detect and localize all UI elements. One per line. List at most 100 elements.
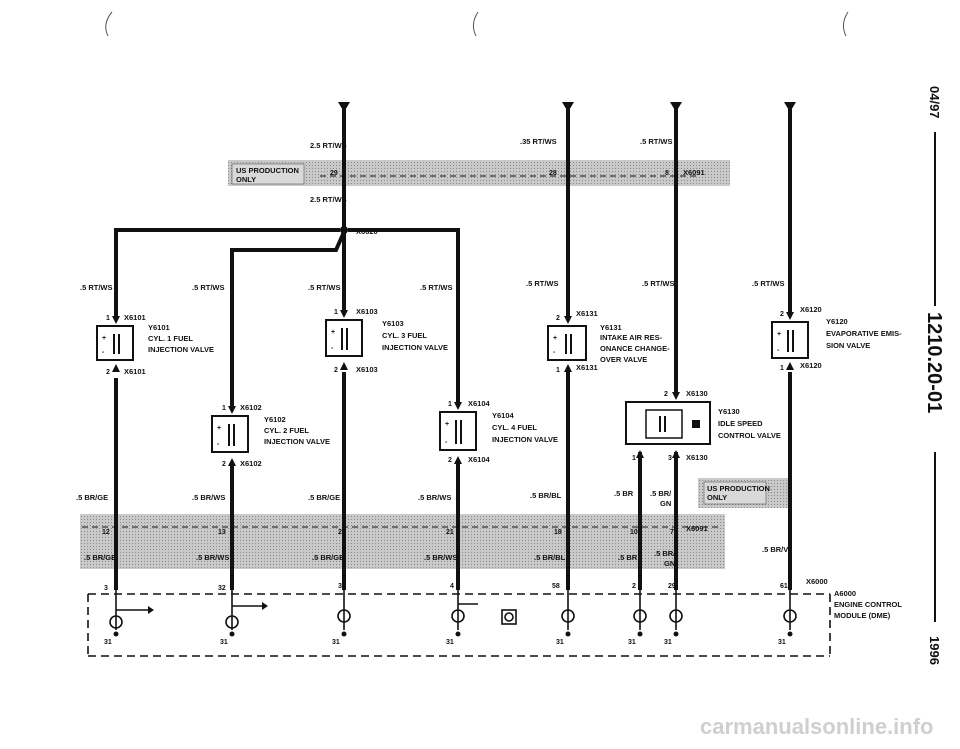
svg-text:X6101: X6101 — [124, 313, 146, 322]
svg-text:+: + — [102, 335, 106, 342]
svg-text:.5 BR/BL: .5 BR/BL — [534, 553, 566, 562]
pin-12: 12 — [102, 529, 110, 536]
pin-18: 18 — [554, 529, 562, 536]
svg-text:Y6103: Y6103 — [382, 319, 404, 328]
wire-w3: .5 RT/WS — [308, 283, 341, 292]
svg-text:-: - — [445, 439, 448, 446]
svg-text:+: + — [217, 425, 221, 432]
svg-text:58: 58 — [552, 583, 560, 590]
wire-labels-bottom: .5 BR/GE .5 BR/WS .5 BR/GE .5 BR/WS .5 B… — [76, 489, 790, 568]
wire-b7b: GN — [660, 499, 671, 508]
svg-text:+: + — [777, 331, 781, 338]
wire-ends — [338, 102, 796, 234]
svg-text:2: 2 — [222, 461, 226, 468]
component-y6101: +- 1 2 X6101 X6101 Y6101 CYL. 1 FUEL INJ… — [96, 313, 214, 376]
svg-text:.5 BR/WS: .5 BR/WS — [196, 553, 229, 562]
svg-text:-: - — [777, 347, 780, 354]
svg-text:-: - — [217, 441, 220, 448]
svg-text:2: 2 — [780, 311, 784, 318]
svg-text:.5 BR: .5 BR — [618, 553, 638, 562]
wires — [114, 108, 792, 590]
svg-text:31: 31 — [104, 639, 112, 646]
svg-text:X6103: X6103 — [356, 365, 378, 374]
component-y6130: 2 1 3 X6130 X6130 Y6130 IDLE SPEED CONTR… — [625, 389, 781, 462]
us-production-band-mid: US PRODUCTION ONLY 12 13 20 21 18 10 7 X… — [80, 478, 788, 569]
wire-w1: .5 RT/WS — [80, 283, 113, 292]
svg-text:1: 1 — [106, 315, 110, 322]
svg-text:3: 3 — [668, 455, 672, 462]
svg-text:2: 2 — [556, 315, 560, 322]
svg-text:31: 31 — [446, 639, 454, 646]
svg-text:3: 3 — [104, 585, 108, 592]
side-year: 1996 — [927, 636, 942, 665]
svg-text:X6103: X6103 — [356, 307, 378, 316]
svg-text:+: + — [553, 335, 557, 342]
us-production-band-top: US PRODUCTION ONLY 29 28 8 X6091 — [228, 160, 730, 186]
pin-7: 7 — [670, 529, 674, 536]
svg-text:CYL. 4 FUEL: CYL. 4 FUEL — [492, 423, 537, 432]
svg-text:X6104: X6104 — [468, 455, 491, 464]
svg-text:CYL. 2 FUEL: CYL. 2 FUEL — [264, 426, 309, 435]
svg-text:31: 31 — [332, 639, 340, 646]
svg-text:2: 2 — [334, 367, 338, 374]
svg-text:31: 31 — [220, 639, 228, 646]
wire-w7: .5 RT/WS — [752, 279, 785, 288]
svg-text:X6131: X6131 — [576, 309, 598, 318]
svg-text:29: 29 — [668, 583, 676, 590]
svg-text:X6102: X6102 — [240, 459, 262, 468]
svg-text:-: - — [102, 349, 105, 356]
pin-21: 21 — [446, 529, 454, 536]
pin-29-top: 29 — [330, 170, 338, 177]
svg-text:Y6120: Y6120 — [826, 317, 848, 326]
svg-text:ENGINE CONTROL: ENGINE CONTROL — [834, 600, 902, 609]
component-y6120: +- 2 1 X6120 X6120 Y6120 EVAPORATIVE EMI… — [771, 305, 902, 372]
wire-b8: .5 BR/VI — [762, 545, 790, 554]
svg-text:31: 31 — [628, 639, 636, 646]
wire-b7a: .5 BR/ — [650, 489, 672, 498]
svg-text:MODULE (DME): MODULE (DME) — [834, 611, 891, 620]
wire-b3: .5 BR/GE — [308, 493, 340, 502]
watermark: carmanualsonline.info — [700, 714, 934, 739]
wire-b4: .5 BR/WS — [418, 493, 451, 502]
wire-b6: .5 BR — [614, 489, 634, 498]
band-mid-label-2: ONLY — [707, 493, 727, 502]
svg-text:CYL. 1 FUEL: CYL. 1 FUEL — [148, 334, 193, 343]
pin-10: 10 — [630, 529, 638, 536]
svg-text:INJECTION VALVE: INJECTION VALVE — [382, 343, 448, 352]
side-code: 1210.20-01 — [923, 312, 945, 413]
connector-x6091-top: X6091 — [683, 168, 705, 177]
svg-text:X6130: X6130 — [686, 389, 708, 398]
engine-control-module: 3 32 31 4 58 2 29 61 X6000 31 31 31 31 3… — [87, 577, 902, 657]
svg-text:INJECTION VALVE: INJECTION VALVE — [148, 345, 214, 354]
side-date: 04/97 — [927, 86, 942, 119]
wire-w6: .5 RT/WS — [642, 279, 675, 288]
svg-text:ONANCE CHANGE-: ONANCE CHANGE- — [600, 344, 670, 353]
wire-main-a: 2.5 RT/WS — [310, 141, 347, 150]
svg-text:1: 1 — [334, 309, 338, 316]
svg-text:31: 31 — [778, 639, 786, 646]
wire-w5: .5 RT/WS — [526, 279, 559, 288]
svg-text:1: 1 — [222, 405, 226, 412]
svg-text:Y6102: Y6102 — [264, 415, 286, 424]
svg-text:SION VALVE: SION VALVE — [826, 341, 870, 350]
svg-text:X6131: X6131 — [576, 363, 598, 372]
svg-text:.5 BR/GE: .5 BR/GE — [312, 553, 344, 562]
connector-x6620: X6620 — [356, 227, 378, 236]
svg-text:-: - — [553, 349, 556, 356]
svg-text:1: 1 — [632, 455, 636, 462]
connector-x6091-mid: X6091 — [686, 524, 708, 533]
svg-text:INTAKE AIR RES-: INTAKE AIR RES- — [600, 333, 663, 342]
svg-text:EVAPORATIVE EMIS-: EVAPORATIVE EMIS- — [826, 329, 902, 338]
svg-text:X6104: X6104 — [468, 399, 491, 408]
wire-b2: .5 BR/WS — [192, 493, 225, 502]
svg-text:INJECTION VALVE: INJECTION VALVE — [492, 435, 558, 444]
svg-text:CONTROL VALVE: CONTROL VALVE — [718, 431, 781, 440]
scan-marks — [105, 11, 849, 37]
svg-text:2: 2 — [106, 369, 110, 376]
svg-text:+: + — [331, 329, 335, 336]
svg-text:OVER VALVE: OVER VALVE — [600, 355, 647, 364]
svg-text:2: 2 — [664, 391, 668, 398]
svg-text:31: 31 — [338, 583, 346, 590]
pin-13: 13 — [218, 529, 226, 536]
svg-text:X6120: X6120 — [800, 305, 822, 314]
